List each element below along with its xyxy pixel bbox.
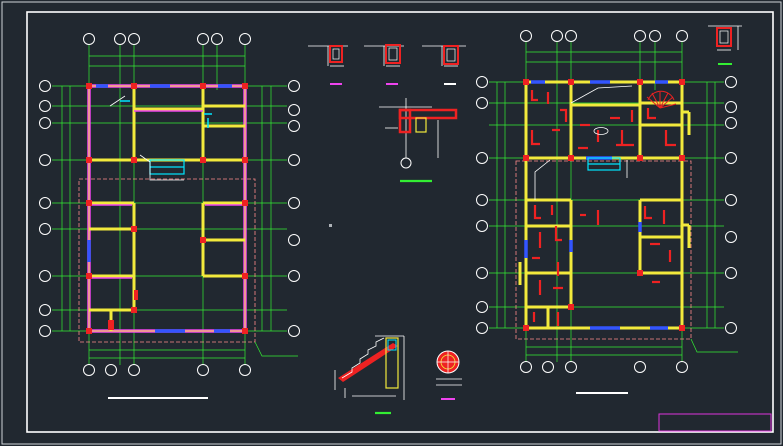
right-columns [530, 90, 676, 326]
right-leader-line [690, 338, 738, 353]
column-section-details [308, 25, 742, 85]
left-stair-railing [109, 95, 184, 181]
round-column-detail [436, 350, 462, 400]
joint-detail [379, 98, 458, 183]
left-openings [87, 84, 232, 333]
right-column-blocks [523, 79, 685, 331]
left-dashed-outline [78, 178, 256, 343]
right-axis-bubbles [476, 30, 737, 373]
column-section-2 [364, 44, 404, 85]
left-columns [86, 83, 248, 334]
stair-section-detail [334, 335, 405, 415]
center-dot [329, 224, 332, 227]
column-section-1 [308, 45, 348, 85]
left-axis-bubbles [39, 33, 300, 376]
drawing-frame [26, 11, 774, 433]
left-floor-plan [39, 33, 300, 399]
right-stair [587, 157, 621, 171]
right-floor-plan [476, 30, 738, 394]
right-spiral-stair [646, 90, 677, 109]
title-block [658, 413, 772, 432]
column-section-4 [708, 25, 742, 65]
left-leader-line [254, 341, 298, 357]
right-dashed-outline [515, 160, 692, 340]
left-detail-marks [120, 100, 212, 128]
column-section-3 [422, 45, 466, 85]
right-outline-lines [534, 85, 633, 200]
